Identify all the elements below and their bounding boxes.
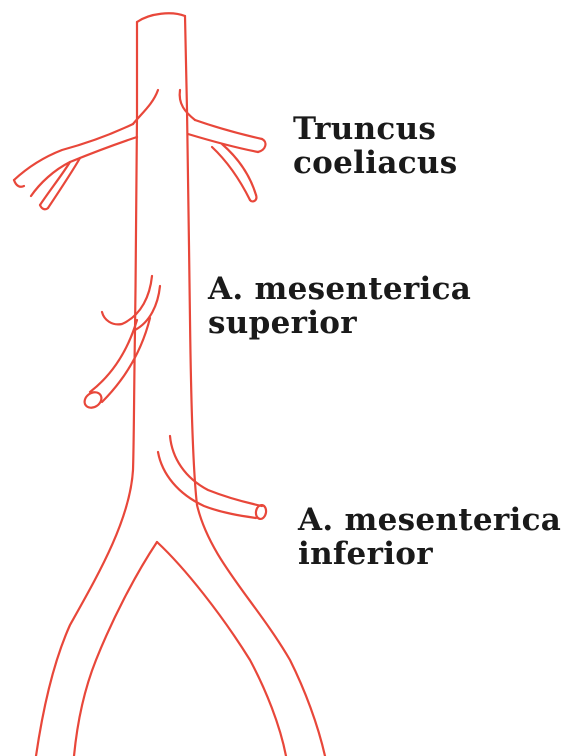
aorta-top-opening [137, 13, 185, 22]
aorta-left-wall [36, 22, 137, 756]
sma-origin-curve [102, 276, 152, 324]
celiac-left-branch-lower [31, 137, 137, 196]
celiac-left-secondary-tip [40, 205, 48, 209]
sma-stem-left [90, 320, 137, 392]
label-truncus-coeliacus: Truncus coeliacus [293, 112, 457, 180]
celiac-right-branch-tip [258, 139, 265, 152]
celiac-left-branch-upper [14, 124, 133, 180]
left-iliac-inner-wall [74, 542, 157, 756]
celiac-right-branch-lower [188, 134, 258, 152]
label-a-mesenterica-superior: A. mesenterica superior [208, 272, 471, 340]
celiac-right-branch-upper [195, 120, 262, 139]
label-ami-line-2: inferior [298, 537, 561, 571]
label-truncus-line-2: coeliacus [293, 146, 457, 180]
label-ami-line-1: A. mesenterica [298, 503, 561, 537]
sma-opening [82, 389, 105, 411]
right-iliac-inner-wall [157, 542, 286, 756]
celiac-right-secondary-tip [250, 195, 256, 201]
celiac-right-secondary-outer [212, 147, 250, 200]
ima-lower-wall [158, 452, 256, 518]
label-ams-line-2: superior [208, 306, 471, 340]
label-ams-line-1: A. mesenterica [208, 272, 471, 306]
celiac-left-branch-tip [14, 180, 24, 187]
sma-stem-right [102, 318, 150, 402]
label-truncus-line-1: Truncus [293, 112, 457, 146]
ima-upper-wall [170, 436, 262, 506]
label-a-mesenterica-inferior: A. mesenterica inferior [298, 503, 561, 571]
